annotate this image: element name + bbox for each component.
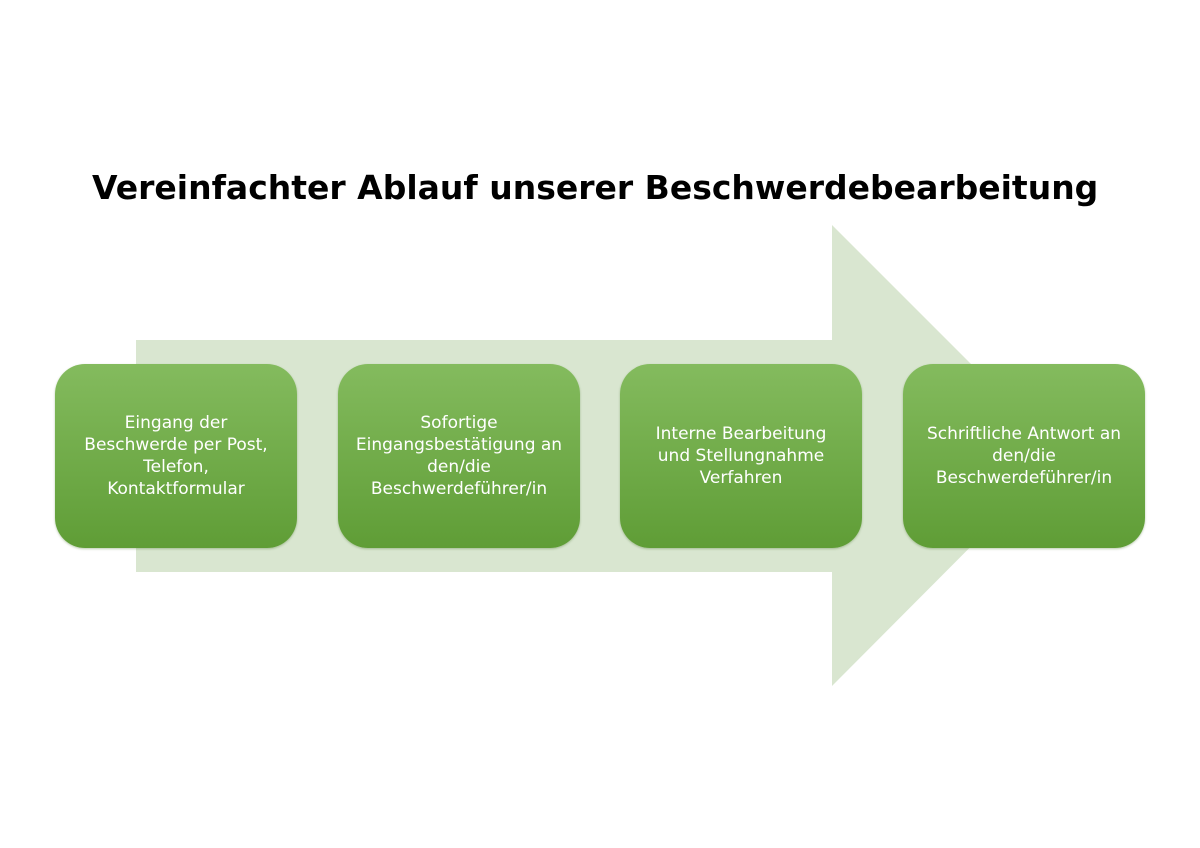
process-step-4-label: Schriftliche Antwort an den/die Beschwer… xyxy=(926,424,1122,488)
process-step-3-label: Interne Bearbeitung und Stellungnahme Ve… xyxy=(655,424,827,488)
process-arrow-shape xyxy=(136,225,1062,686)
process-step-1: Eingang der Beschwerde per Post, Telefon… xyxy=(55,364,297,548)
process-step-1-label: Eingang der Beschwerde per Post, Telefon… xyxy=(84,413,268,499)
process-step-2: Sofortige Eingangsbestätigung an den/die… xyxy=(338,364,580,548)
process-step-4: Schriftliche Antwort an den/die Beschwer… xyxy=(903,364,1145,548)
page-title: Vereinfachter Ablauf unserer Beschwerdeb… xyxy=(92,168,1099,207)
process-step-3: Interne Bearbeitung und Stellungnahme Ve… xyxy=(620,364,862,548)
process-step-2-label: Sofortige Eingangsbestätigung an den/die… xyxy=(355,413,563,499)
